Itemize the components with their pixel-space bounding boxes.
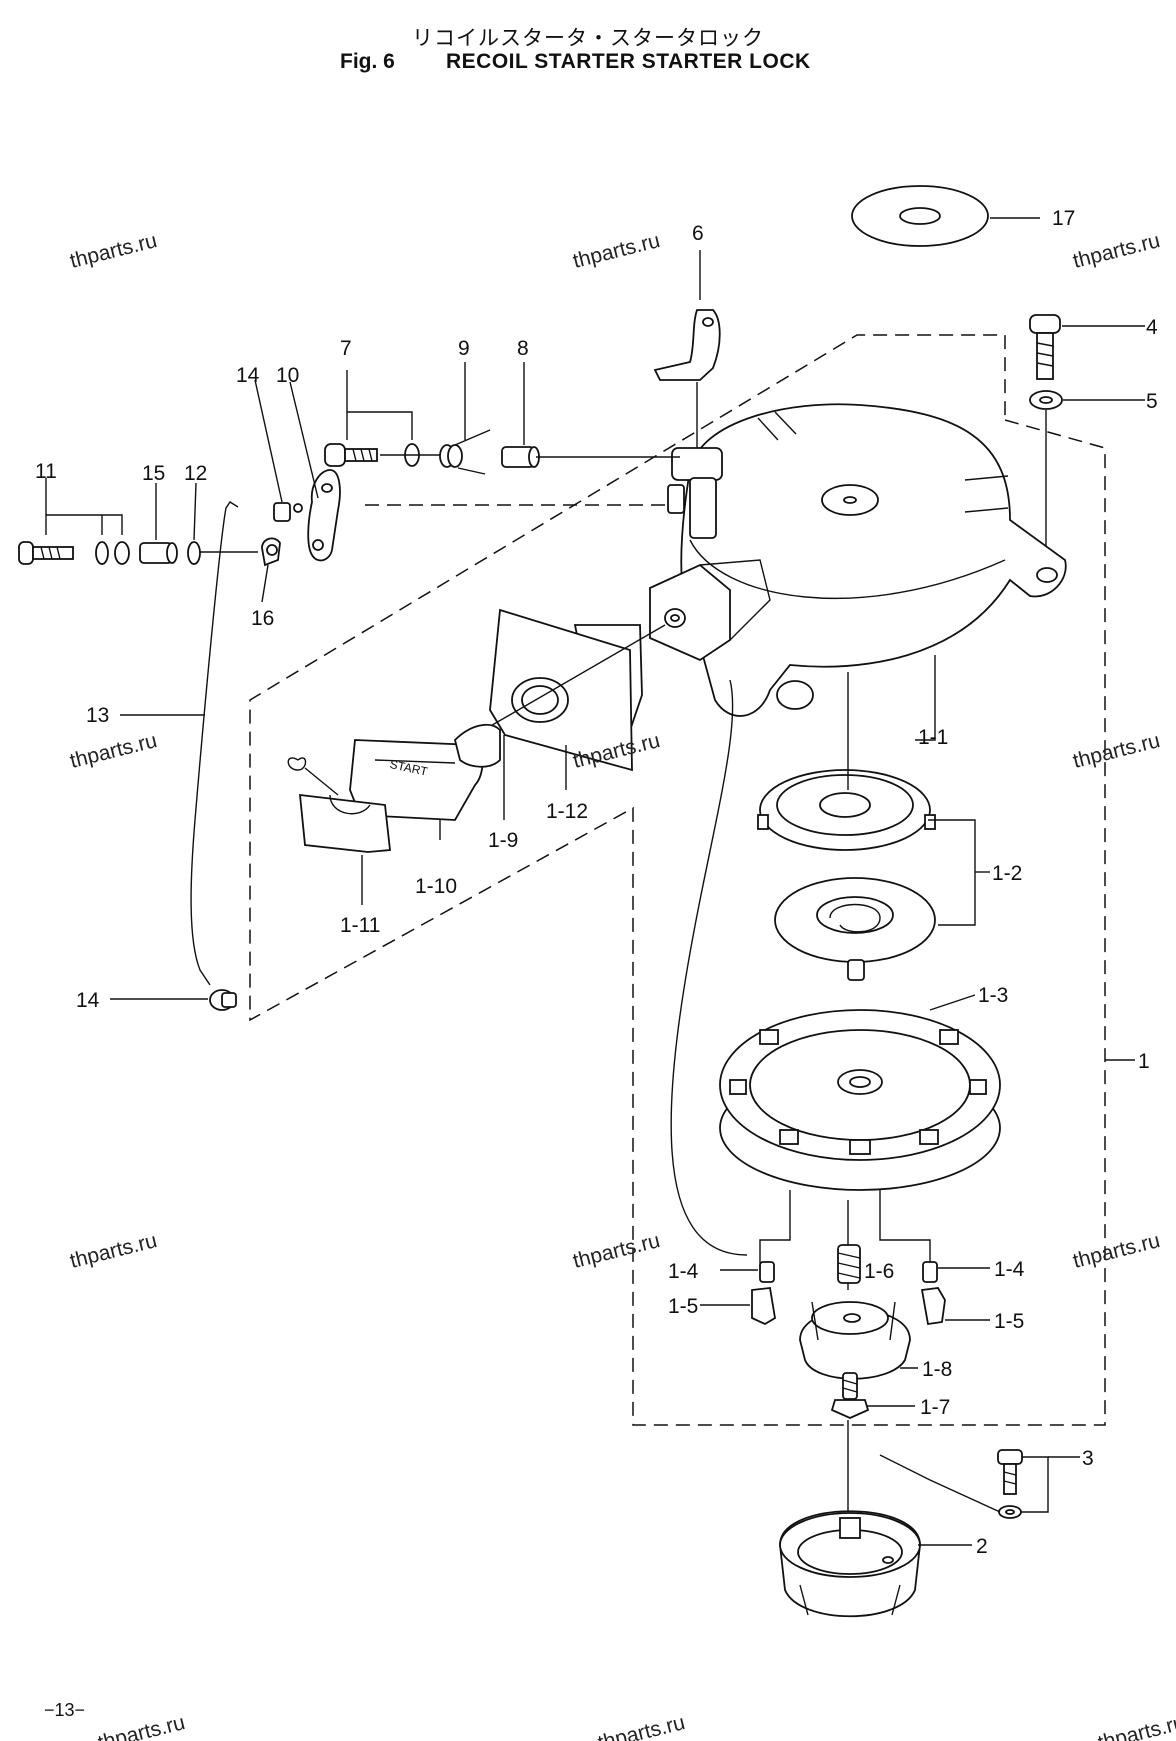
bolt-3-path bbox=[879, 1454, 1001, 1513]
part-1-8-friction-plate bbox=[799, 1301, 911, 1380]
callout-1-3: 1-3 bbox=[978, 984, 1008, 1007]
callout-9: 9 bbox=[458, 337, 470, 360]
leader-7 bbox=[346, 411, 413, 440]
callout-1-1: 1-1 bbox=[918, 726, 948, 749]
part-1-5-pawl-right bbox=[920, 1287, 946, 1326]
callout-4: 4 bbox=[1146, 316, 1158, 339]
diagram-title-japanese: リコイルスタータ・スタータロック bbox=[412, 26, 764, 50]
part-1-4-spring-left bbox=[759, 1261, 775, 1283]
part-13-lock-rod bbox=[190, 501, 239, 986]
callout-14-upper: 14 bbox=[236, 364, 260, 387]
part-2-starter-pulley bbox=[779, 1510, 921, 1618]
callout-5: 5 bbox=[1146, 390, 1158, 413]
part-4-bolt bbox=[1029, 314, 1061, 380]
callout-17: 17 bbox=[1052, 207, 1075, 230]
callout-1-8: 1-8 bbox=[922, 1358, 952, 1381]
part-5-washer bbox=[1029, 390, 1063, 410]
part-1-10-starter-handle: START bbox=[349, 723, 501, 821]
part-1-2-recoil-spring bbox=[757, 769, 936, 981]
part-9-spring bbox=[439, 429, 491, 475]
part-1-12-handle-guide bbox=[489, 608, 643, 772]
callout-8: 8 bbox=[517, 337, 529, 360]
leader-14-upper bbox=[254, 379, 283, 503]
watermark-9: thparts.ru bbox=[1071, 1229, 1163, 1273]
callout-1-11: 1-11 bbox=[340, 914, 380, 937]
callout-1-10: 1-10 bbox=[415, 875, 457, 898]
callout-3: 3 bbox=[1082, 1447, 1094, 1470]
callout-1-6: 1-6 bbox=[864, 1260, 894, 1283]
part-11-screw bbox=[18, 541, 130, 565]
watermark-4: thparts.ru bbox=[68, 729, 160, 773]
watermark-10: thparts.ru bbox=[96, 1711, 188, 1741]
callout-2: 2 bbox=[976, 1535, 988, 1558]
part-1-11-handle-insert bbox=[287, 757, 391, 853]
leader-1-3 bbox=[929, 994, 976, 1011]
part-14-clip-lower bbox=[209, 989, 237, 1011]
leader-11 bbox=[45, 514, 123, 535]
callout-11: 11 bbox=[35, 460, 57, 483]
watermark-2: thparts.ru bbox=[571, 229, 663, 273]
callout-7: 7 bbox=[340, 337, 352, 360]
callout-1-4-right: 1-4 bbox=[994, 1258, 1025, 1281]
figure-number: Fig. 6 bbox=[340, 50, 395, 73]
callout-14-lower: 14 bbox=[76, 989, 100, 1012]
callout-1-5-right: 1-5 bbox=[994, 1310, 1024, 1333]
watermark-3: thparts.ru bbox=[1071, 229, 1163, 273]
callout-1-12: 1-12 bbox=[546, 800, 588, 823]
part-1-9-rope bbox=[474, 624, 666, 736]
guide-line-right bbox=[879, 1190, 931, 1265]
part-1-7-screw bbox=[830, 1372, 870, 1419]
part-6-lock-lever bbox=[653, 309, 721, 381]
leader-1-1 bbox=[915, 655, 936, 741]
leader-1-2-bracket bbox=[928, 819, 976, 926]
part-3-bolt bbox=[997, 1449, 1023, 1519]
watermark-7: thparts.ru bbox=[68, 1229, 160, 1273]
callout-1-9: 1-9 bbox=[488, 829, 518, 852]
watermark-8: thparts.ru bbox=[571, 1229, 663, 1273]
callout-1-4-left: 1-4 bbox=[668, 1260, 699, 1283]
callout-16: 16 bbox=[251, 607, 274, 630]
leader-16 bbox=[261, 564, 269, 603]
callout-15: 15 bbox=[142, 462, 165, 485]
leader-10 bbox=[289, 381, 319, 499]
part-8-collar bbox=[501, 446, 540, 468]
watermark-11: thparts.ru bbox=[596, 1711, 688, 1741]
callout-1-2: 1-2 bbox=[992, 862, 1022, 885]
part-1-5-pawl-left bbox=[751, 1287, 776, 1326]
watermark-1: thparts.ru bbox=[68, 229, 160, 273]
part-12-ring bbox=[187, 541, 201, 565]
part-15-collar bbox=[139, 542, 178, 564]
callout-1-5-left: 1-5 bbox=[668, 1295, 698, 1318]
part-1-1-starter-housing bbox=[649, 403, 1067, 717]
lock-cam-assembly bbox=[667, 447, 723, 539]
part-1-3-rope-reel bbox=[719, 1009, 1001, 1191]
callout-12: 12 bbox=[184, 462, 207, 485]
leader-12 bbox=[193, 482, 197, 541]
callout-10: 10 bbox=[276, 364, 299, 387]
watermark-12: thparts.ru bbox=[1096, 1711, 1176, 1741]
part-10-lock-plate bbox=[307, 469, 341, 562]
leader-3-bracket bbox=[1021, 1456, 1049, 1513]
callout-1: 1 bbox=[1138, 1050, 1150, 1073]
diagram-title-english: RECOIL STARTER STARTER LOCK bbox=[446, 50, 811, 73]
part-17-disc bbox=[851, 185, 989, 247]
part-1-6-spring bbox=[837, 1244, 861, 1284]
page-number: −13− bbox=[44, 1700, 86, 1720]
part-16-spring bbox=[261, 537, 281, 567]
part-1-4-spring-right bbox=[922, 1261, 938, 1283]
part-14-clip-upper bbox=[273, 502, 303, 522]
watermark-6: thparts.ru bbox=[1071, 729, 1163, 773]
callout-6: 6 bbox=[692, 222, 704, 245]
guide-line-left bbox=[759, 1190, 791, 1265]
assembly-boundary-dashed bbox=[249, 334, 1106, 1426]
callout-13: 13 bbox=[86, 704, 109, 727]
rope-path-line bbox=[670, 679, 748, 1256]
callout-1-7: 1-7 bbox=[920, 1396, 950, 1419]
